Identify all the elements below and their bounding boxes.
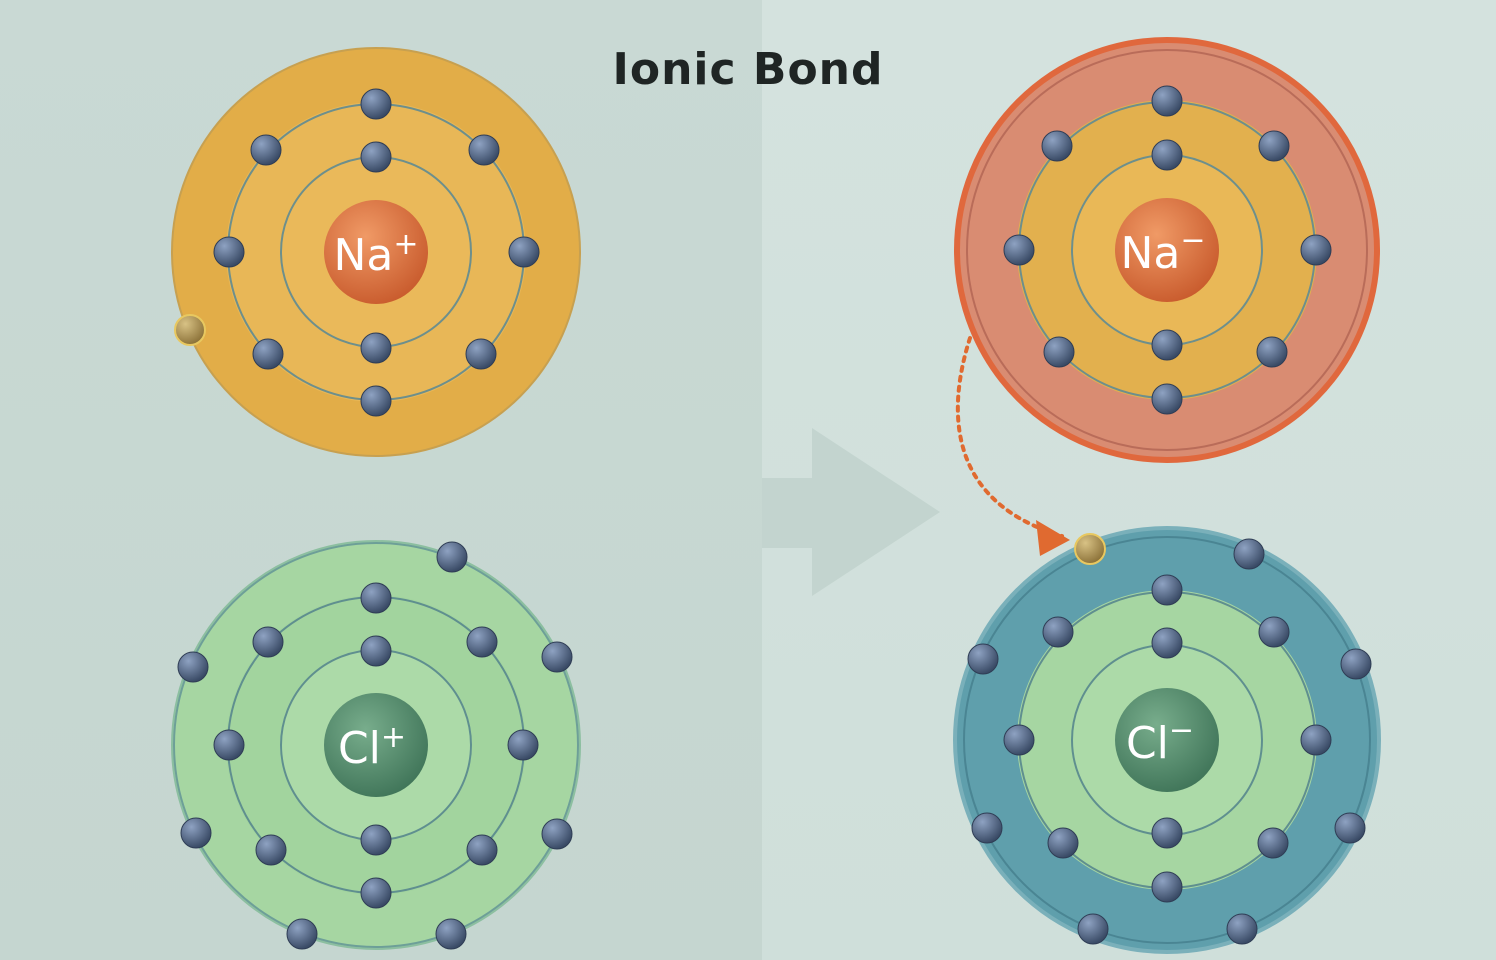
transferred-electron (1074, 533, 1106, 565)
chlorine-charge: + (381, 720, 406, 755)
sodium-ion-after: Na− (954, 37, 1380, 463)
svg-text:Na+: Na+ (333, 227, 418, 281)
svg-text:Cl+: Cl+ (338, 720, 406, 774)
chlorine-ion-charge: − (1169, 713, 1194, 748)
chlorine-atom-before: Cl+ (171, 540, 581, 950)
sodium-ion-nucleus (1115, 198, 1219, 302)
sodium-symbol: Na (333, 230, 393, 281)
electrons (967, 538, 1372, 945)
svg-text:Na−: Na− (1120, 223, 1205, 279)
dotted-curved-arrow-icon (955, 336, 1064, 538)
right-arrow-icon (762, 428, 940, 596)
sodium-nucleus (324, 200, 428, 304)
chlorine-ion-after: Cl− (953, 526, 1381, 954)
sodium-charge: + (393, 227, 418, 262)
electrons (1003, 85, 1332, 415)
chlorine-ion-symbol: Cl (1126, 718, 1169, 769)
chlorine-ion-nucleus (1115, 688, 1219, 792)
transfer-arrowhead-icon (1036, 520, 1070, 556)
page-title: Ionic Bond (612, 44, 884, 95)
sodium-atom-before: Na+ (171, 47, 581, 457)
chlorine-nucleus (324, 693, 428, 797)
electrons (177, 541, 573, 950)
sodium-ion-charge: − (1180, 223, 1205, 258)
electrons (213, 88, 540, 417)
transferring-electron (174, 314, 206, 346)
sodium-ion-symbol: Na (1120, 228, 1180, 279)
chlorine-symbol: Cl (338, 723, 381, 774)
svg-text:Cl−: Cl− (1126, 713, 1194, 769)
